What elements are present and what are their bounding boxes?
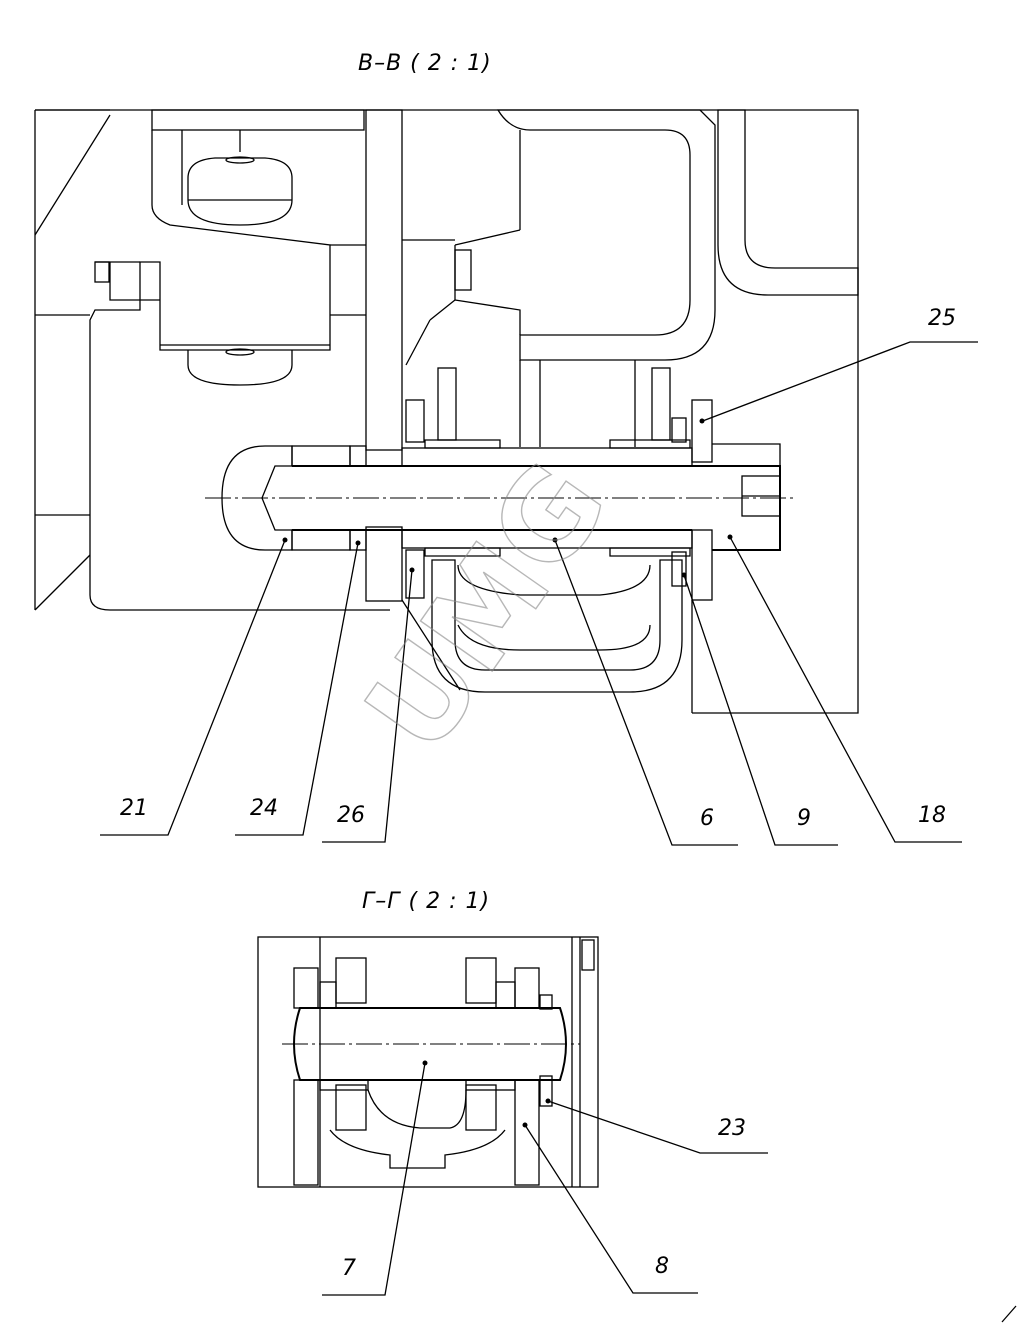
leaders-gg xyxy=(322,1060,768,1296)
callout-25: 25 xyxy=(928,306,956,331)
callout-26: 26 xyxy=(337,803,365,828)
section-title-gg: Г–Г ( 2 : 1) xyxy=(362,889,490,914)
callout-23: 23 xyxy=(718,1116,746,1141)
callout-24: 24 xyxy=(250,796,278,821)
callout-18: 18 xyxy=(918,803,946,828)
section-bb-view xyxy=(34,109,859,714)
callout-9: 9 xyxy=(797,806,811,831)
leaders-bb xyxy=(100,341,978,846)
callout-7: 7 xyxy=(342,1256,356,1281)
callout-21: 21 xyxy=(120,796,148,821)
section-gg-view xyxy=(257,936,599,1188)
callout-6: 6 xyxy=(700,806,714,831)
callout-8: 8 xyxy=(655,1254,669,1279)
section-title-bb: В–В ( 2 : 1) xyxy=(358,51,492,76)
watermark: UMG xyxy=(340,439,635,777)
